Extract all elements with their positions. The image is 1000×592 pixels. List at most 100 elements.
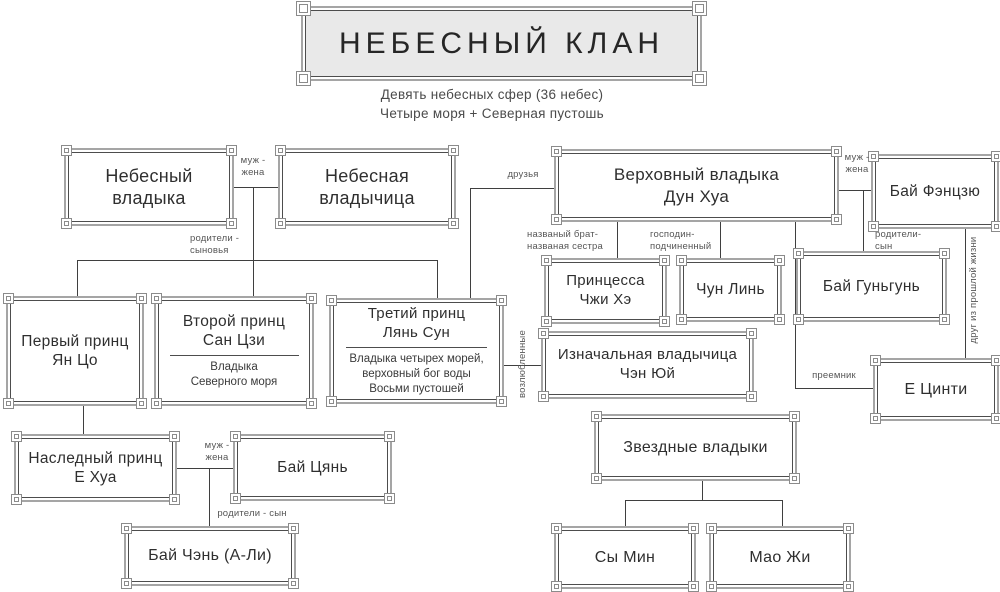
- corner-ornament-icon: [551, 581, 562, 592]
- subtitle-line-2: Четыре моря + Северная пустошь: [380, 105, 604, 121]
- corner-ornament-icon: [541, 316, 552, 327]
- node-cheng-yu: Изначальная владычица Чэн Юй: [538, 328, 757, 402]
- corner-ornament-icon: [688, 523, 699, 534]
- corner-ornament-icon: [789, 411, 800, 422]
- node-dong-hua: Верховный владыка Дун Хуа: [551, 146, 842, 225]
- corner-ornament-icon: [843, 523, 854, 534]
- connector-line: [230, 187, 282, 188]
- corner-ornament-icon: [306, 398, 317, 409]
- connector-line: [835, 190, 875, 191]
- node-label: Принцесса Чжи Хэ: [566, 272, 645, 308]
- node-heavenly-lady: Небесная владычица: [275, 145, 459, 229]
- corner-ornament-icon: [706, 581, 717, 592]
- relation-label-lovers: возлюбленные: [517, 330, 528, 398]
- node-label: Небесная владычица: [319, 165, 415, 209]
- corner-ornament-icon: [659, 316, 670, 327]
- node-bai-qian: Бай Цянь: [230, 431, 395, 504]
- corner-ornament-icon: [789, 473, 800, 484]
- node-label: Второй принц Сан Цзи: [182, 312, 286, 350]
- corner-ornament-icon: [551, 214, 562, 225]
- corner-ornament-icon: [676, 314, 687, 325]
- connector-line: [795, 388, 877, 389]
- divider: [169, 355, 299, 357]
- clan-subtitle: Девять небесных сфер (36 небес) Четыре м…: [292, 86, 692, 124]
- corner-ornament-icon: [793, 314, 804, 325]
- node-bai-gungun: Бай Гуньгунь: [793, 248, 950, 325]
- corner-ornament-icon: [774, 255, 785, 266]
- relation-label-parents-son: родители- сын: [875, 229, 922, 253]
- relation-label-past-life-friend: друг из прошлой жизни: [968, 236, 979, 344]
- node-second-prince: Второй принц Сан Цзи Владыка Северного м…: [151, 293, 317, 409]
- corner-ornament-icon: [306, 293, 317, 304]
- corner-ornament-icon: [868, 221, 879, 232]
- corner-ornament-icon: [61, 145, 72, 156]
- corner-ornament-icon: [991, 221, 1000, 232]
- node-label: Изначальная владычица Чэн Юй: [557, 346, 738, 382]
- connector-line: [965, 225, 966, 363]
- corner-ornament-icon: [136, 293, 147, 304]
- node-label: Бай Чэнь (А-Ли): [148, 547, 272, 564]
- corner-ornament-icon: [939, 248, 950, 259]
- corner-ornament-icon: [288, 523, 299, 534]
- node-bai-fengjiu: Бай Фэнцзю: [868, 151, 1000, 232]
- node-label: Мао Жи: [749, 548, 811, 566]
- node-role: Владыка четырех морей, верховный бог вод…: [349, 353, 484, 396]
- connector-line: [470, 188, 471, 303]
- corner-ornament-icon: [991, 355, 1000, 366]
- corner-ornament-icon: [746, 391, 757, 402]
- corner-ornament-icon: [496, 396, 507, 407]
- corner-ornament-icon: [61, 218, 72, 229]
- corner-ornament-icon: [151, 293, 162, 304]
- corner-ornament-icon: [326, 396, 337, 407]
- connector-line: [253, 187, 254, 301]
- corner-ornament-icon: [121, 523, 132, 534]
- corner-ornament-icon: [746, 328, 757, 339]
- corner-ornament-icon: [870, 355, 881, 366]
- corner-ornament-icon: [774, 314, 785, 325]
- page-title: НЕБЕСНЫЙ КЛАН: [339, 26, 664, 60]
- connector-line: [617, 218, 618, 263]
- node-third-prince: Третий принц Лянь Сун Владыка четырех мо…: [326, 295, 507, 407]
- corner-ornament-icon: [659, 255, 670, 266]
- corner-ornament-icon: [448, 218, 459, 229]
- corner-ornament-icon: [538, 328, 549, 339]
- node-label: Бай Фэнцзю: [889, 182, 981, 200]
- corner-ornament-icon: [275, 145, 286, 156]
- connector-line: [437, 260, 438, 303]
- node-chun-lin: Чун Линь: [676, 255, 785, 325]
- node-si-ming: Сы Мин: [551, 523, 699, 592]
- corner-ornament-icon: [3, 293, 14, 304]
- corner-ornament-icon: [551, 146, 562, 157]
- connector-line: [702, 477, 703, 501]
- subtitle-line-1: Девять небесных сфер (36 небес): [380, 87, 604, 102]
- corner-ornament-icon: [230, 431, 241, 442]
- corner-ornament-icon: [384, 431, 395, 442]
- node-label: Третий принц Лянь Сун: [367, 304, 466, 341]
- corner-ornament-icon: [326, 295, 337, 306]
- node-zhi-he: Принцесса Чжи Хэ: [541, 255, 670, 327]
- connector-line: [782, 500, 783, 531]
- node-label: Бай Цянь: [277, 458, 348, 476]
- corner-ornament-icon: [692, 71, 707, 86]
- node-heavenly-lord: Небесный владыка: [61, 145, 237, 229]
- node-star-lords: Звездные владыки: [591, 411, 800, 484]
- corner-ornament-icon: [121, 578, 132, 589]
- connector-line: [625, 500, 782, 501]
- connector-line: [720, 218, 721, 263]
- node-label: Наследный принц Е Хуа: [28, 449, 163, 486]
- connector-line: [863, 190, 864, 256]
- node-bai-chen: Бай Чэнь (А-Ли): [121, 523, 299, 589]
- corner-ornament-icon: [296, 71, 311, 86]
- corner-ornament-icon: [793, 248, 804, 259]
- corner-ornament-icon: [991, 151, 1000, 162]
- corner-ornament-icon: [831, 146, 842, 157]
- node-label: Е Цинти: [904, 380, 968, 398]
- connector-line: [500, 365, 545, 366]
- corner-ornament-icon: [551, 523, 562, 534]
- node-label: Чун Линь: [696, 281, 765, 299]
- corner-ornament-icon: [136, 398, 147, 409]
- corner-ornament-icon: [676, 255, 687, 266]
- relation-label-master-subordinate: господин- подчиненный: [650, 229, 712, 253]
- connector-line: [77, 260, 438, 261]
- relation-label-parents-son: родители - сын: [217, 508, 287, 519]
